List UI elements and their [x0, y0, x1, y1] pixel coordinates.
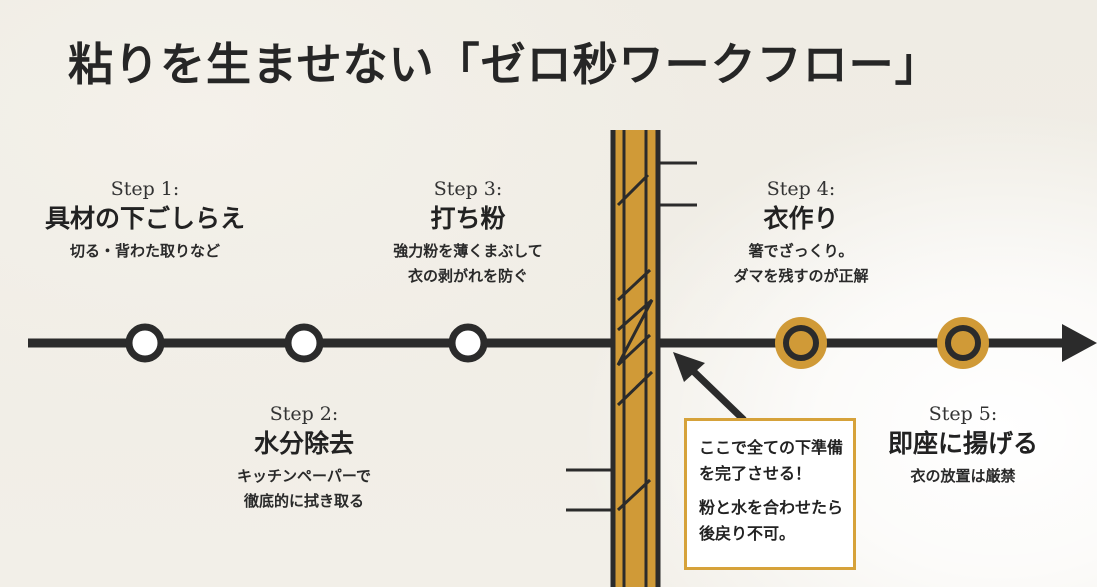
- step-title: 具材の下ごしらえ: [44, 204, 246, 233]
- step-1: Step 1: 具材の下ごしらえ 切る・背わた取りなど: [45, 178, 245, 264]
- step-title: 衣作り: [763, 204, 839, 233]
- step-label: Step 2:: [269, 403, 339, 425]
- page-title: 粘りを生ませない「ゼロ秒ワークフロー」: [68, 38, 941, 91]
- step-description: 強力粉を薄くまぶして 衣の剥がれを防ぐ: [393, 242, 543, 285]
- callout-text-1: ここで全ての下準備を完了させる！: [699, 438, 844, 483]
- step-3: Step 3: 打ち粉 強力粉を薄くまぶして 衣の剥がれを防ぐ: [393, 178, 543, 289]
- timeline-arrowhead-icon: [1062, 324, 1097, 362]
- step-title: 打ち粉: [430, 204, 506, 233]
- node-step-2: [284, 323, 324, 363]
- callout-text-2: 粉と水を合わせたら後戻り不可。: [699, 498, 844, 543]
- step-title: 水分除去: [253, 429, 355, 458]
- step-label: Step 5:: [928, 403, 998, 425]
- node-step-5: [937, 317, 989, 369]
- step-label: Step 4:: [766, 178, 836, 200]
- step-5: Step 5: 即座に揚げる 衣の放置は厳禁: [888, 403, 1038, 489]
- point-of-no-return-wall: [566, 130, 697, 587]
- step-label: Step 1:: [110, 178, 180, 200]
- step-description: 箸でざっくり。 ダマを残すのが正解: [733, 242, 869, 285]
- node-step-4: [775, 317, 827, 369]
- step-2: Step 2: 水分除去 キッチンペーパーで 徹底的に拭き取る: [237, 403, 371, 514]
- step-label: Step 3:: [433, 178, 503, 200]
- node-step-1: [125, 323, 165, 363]
- step-description: 切る・背わた取りなど: [69, 242, 221, 260]
- step-title: 即座に揚げる: [887, 429, 1039, 458]
- step-description: 衣の放置は厳禁: [910, 467, 1016, 485]
- node-step-3: [448, 323, 488, 363]
- callout-arrow-icon: [673, 352, 747, 423]
- warning-callout: ここで全ての下準備を完了させる！ 粉と水を合わせたら後戻り不可。: [684, 418, 856, 570]
- step-description: キッチンペーパーで 徹底的に拭き取る: [237, 467, 371, 510]
- step-4: Step 4: 衣作り 箸でざっくり。 ダマを残すのが正解: [733, 178, 868, 289]
